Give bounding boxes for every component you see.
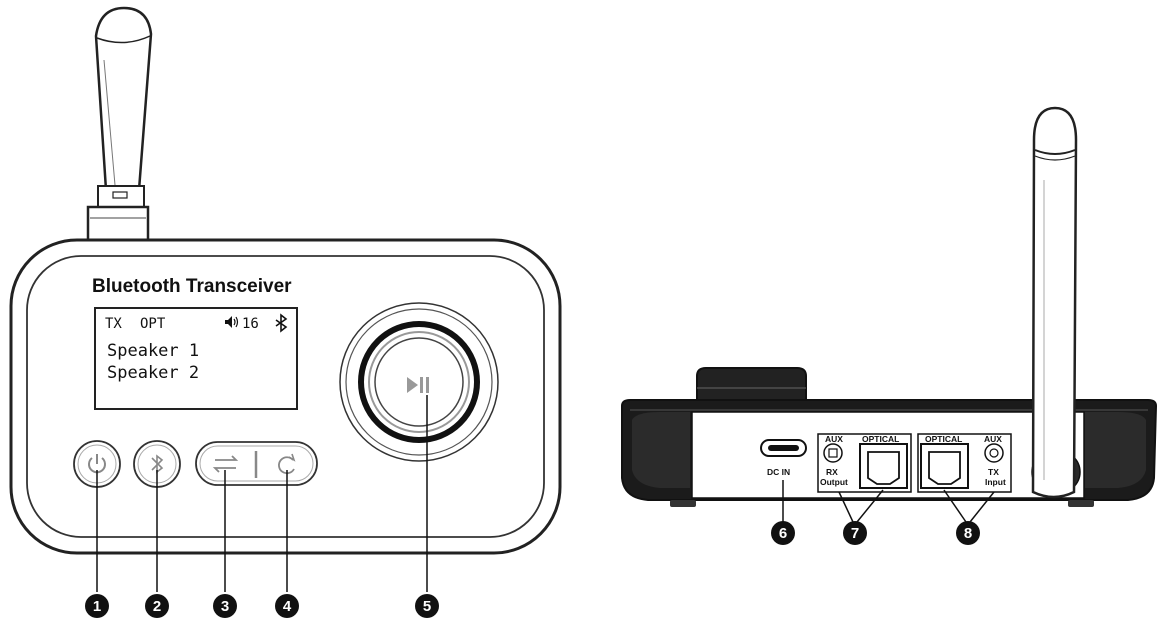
rx-optical-port[interactable] [859, 443, 908, 489]
rear-knob-top [696, 367, 807, 401]
tx-optical-port[interactable] [920, 443, 969, 489]
play-pause-knob[interactable] [339, 302, 499, 462]
dc-in-label: DC IN [767, 467, 790, 477]
swap-arrows-icon [212, 455, 239, 473]
tx-aux-port[interactable] [984, 443, 1004, 463]
bluetooth-icon [275, 313, 288, 333]
callout-2: 2 [145, 594, 169, 618]
circular-arrow-icon [278, 453, 296, 475]
lcd-display: TX OPT 16 Speaker 1 Speaker 2 [94, 307, 298, 410]
svg-text:8: 8 [964, 525, 972, 542]
rx-group-frame [817, 433, 912, 493]
rx-aux-label: AUX [825, 434, 843, 444]
tx-group-frame [917, 433, 1012, 493]
dc-in-port[interactable] [760, 439, 807, 457]
front-antenna [86, 6, 153, 242]
tx-optical-label: OPTICAL [925, 434, 962, 444]
tx-line-1: TX [988, 467, 999, 477]
callout-8: 8 [956, 521, 980, 545]
callout-3: 3 [213, 594, 237, 618]
svg-text:5: 5 [423, 598, 431, 615]
callouts: 1 2 3 4 5 6 7 8 [85, 521, 980, 618]
display-line-2: Speaker 2 [107, 363, 199, 383]
rear-antenna [1031, 106, 1081, 499]
display-line-1: Speaker 1 [107, 341, 199, 361]
rx-aux-port[interactable] [823, 443, 843, 463]
bluetooth-icon [151, 454, 164, 474]
svg-text:7: 7 [851, 525, 859, 542]
tx-line-2: Input [985, 477, 1006, 487]
rx-line-1: RX [826, 467, 838, 477]
callout-7: 7 [843, 521, 867, 545]
display-source: OPT [140, 316, 166, 332]
svg-text:6: 6 [779, 525, 787, 542]
svg-text:2: 2 [153, 598, 161, 615]
front-view: Bluetooth Transceiver TX OPT 16 Speaker … [9, 6, 562, 592]
rx-optical-label: OPTICAL [862, 434, 899, 444]
callout-5: 5 [415, 594, 439, 618]
svg-text:3: 3 [221, 598, 229, 615]
front-leader-lines [96, 395, 428, 592]
switch-reset-rocker[interactable] [195, 441, 318, 486]
display-volume: 16 [242, 316, 259, 332]
brand-title: Bluetooth Transceiver [92, 276, 292, 297]
rx-line-2: Output [820, 477, 848, 487]
callout-1: 1 [85, 594, 109, 618]
tx-aux-label: AUX [984, 434, 1002, 444]
svg-text:4: 4 [283, 598, 292, 615]
callout-6: 6 [771, 521, 795, 545]
rear-leader-lines [782, 480, 995, 523]
display-mode: TX [105, 316, 122, 332]
speaker-icon [225, 316, 239, 328]
svg-text:1: 1 [93, 598, 101, 615]
callout-4: 4 [275, 594, 299, 618]
rear-view: DC IN AUX RX Output OPTICAL OPTICAL AUX … [621, 106, 1158, 523]
play-pause-icon [407, 377, 429, 393]
